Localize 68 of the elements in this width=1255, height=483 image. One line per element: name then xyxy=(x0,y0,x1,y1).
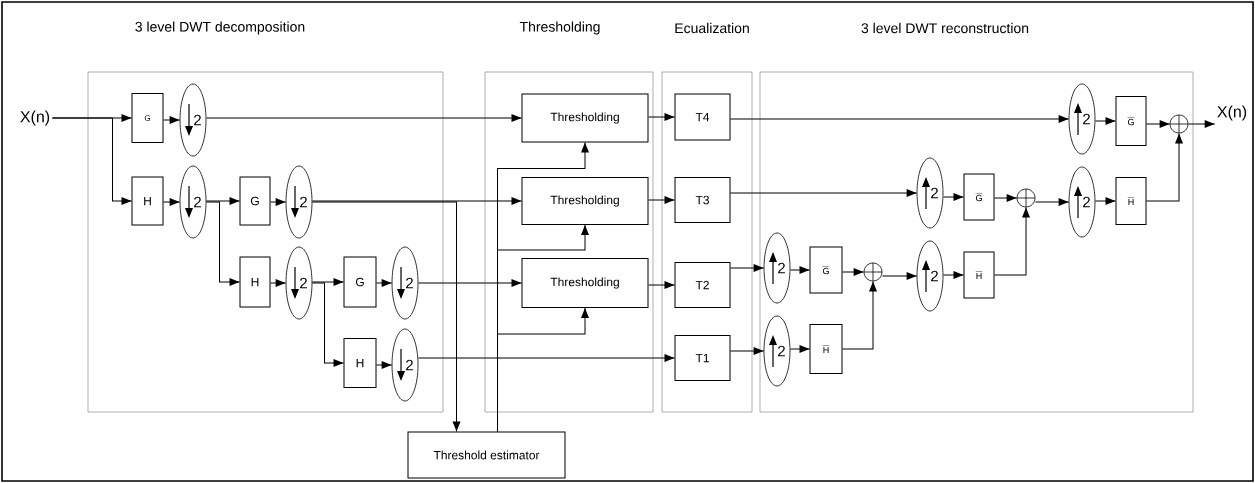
arrow xyxy=(1187,120,1216,128)
filter-box: T1 xyxy=(674,335,731,381)
arrow xyxy=(648,113,675,121)
arrow xyxy=(994,206,1030,276)
filter-box: G xyxy=(809,246,843,294)
arrow xyxy=(205,114,522,122)
arrow xyxy=(376,361,393,369)
filter-box: G xyxy=(963,173,995,221)
arrow xyxy=(311,282,344,367)
arrow xyxy=(648,196,675,204)
arrow xyxy=(163,116,181,124)
arrow xyxy=(730,264,765,272)
arrow xyxy=(1094,197,1116,205)
panel-heading: Thresholding xyxy=(519,21,600,35)
arrow xyxy=(270,279,287,287)
filter-box: G xyxy=(343,256,377,308)
arrow xyxy=(730,347,765,355)
panel-heading: 3 level DWT reconstruction xyxy=(861,22,1029,34)
arrow xyxy=(311,201,461,432)
signal-label: X(n) xyxy=(20,110,50,126)
arrow xyxy=(497,307,589,432)
arrow xyxy=(789,345,810,353)
filter-box: H xyxy=(809,324,843,374)
filter-box: H xyxy=(131,176,164,226)
arrow xyxy=(842,280,877,350)
arrow xyxy=(994,194,1018,202)
arrow xyxy=(730,189,918,197)
filter-box: T2 xyxy=(674,262,731,308)
arrow xyxy=(205,197,240,205)
arrow xyxy=(648,281,675,289)
filter-box: T4 xyxy=(674,93,731,141)
arrow xyxy=(1034,198,1070,206)
arrow xyxy=(51,117,132,205)
arrow xyxy=(1094,117,1116,125)
arrow xyxy=(417,354,675,362)
signal-label: X(n) xyxy=(1217,105,1247,121)
arrow xyxy=(842,268,865,276)
arrow xyxy=(730,115,1070,123)
arrow xyxy=(376,279,393,287)
arrow xyxy=(942,193,964,201)
filter-box: Thresholding xyxy=(521,177,649,225)
filter-box: G xyxy=(131,93,164,143)
arrow xyxy=(163,198,181,206)
arrow xyxy=(311,197,522,205)
summing-junction xyxy=(863,262,883,282)
filter-box: H xyxy=(963,251,995,299)
filter-box: Thresholding xyxy=(521,93,649,143)
arrow xyxy=(205,201,240,286)
filter-box: Threshold estimator xyxy=(407,431,566,479)
filter-box: Thresholding xyxy=(521,258,649,308)
arrow xyxy=(881,272,918,280)
arrow xyxy=(270,198,287,206)
filter-box: G xyxy=(1115,96,1147,146)
panel-heading: 3 level DWT decomposition xyxy=(135,21,305,35)
arrow xyxy=(1146,120,1171,128)
arrow xyxy=(1146,132,1183,202)
arrow xyxy=(942,271,964,279)
summing-junction xyxy=(1169,114,1189,134)
arrow xyxy=(417,279,522,287)
filter-box: G xyxy=(239,176,271,226)
filter-box: H xyxy=(239,256,271,308)
arrow xyxy=(789,266,810,274)
filter-box: T3 xyxy=(674,177,731,223)
panel-heading: Ecualization xyxy=(675,22,749,34)
arrow xyxy=(311,278,344,286)
filter-box: H xyxy=(343,338,377,388)
summing-junction xyxy=(1016,188,1036,208)
filter-box: H xyxy=(1115,177,1147,225)
